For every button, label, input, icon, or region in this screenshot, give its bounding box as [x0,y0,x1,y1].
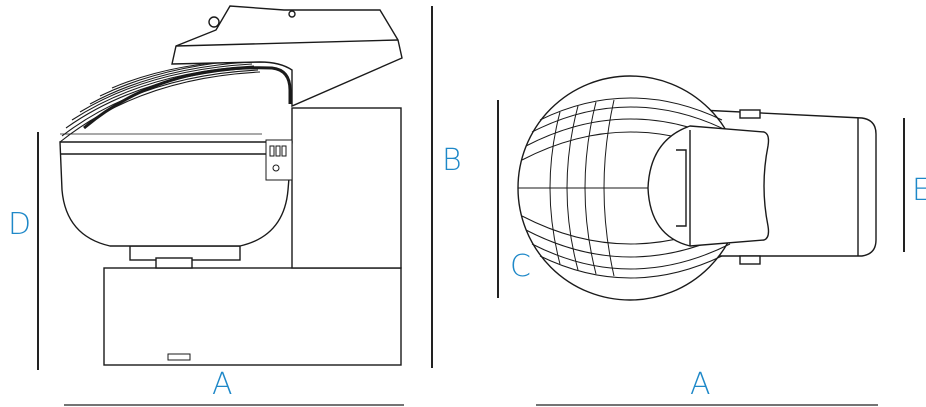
machine-head [171,5,403,108]
head-knob-right [288,10,296,18]
top-arm-tab-bottom [739,255,761,265]
head-knob [208,16,220,28]
top-dimensions [497,100,905,406]
mixing-bowl [59,141,293,247]
bowl-spindle [155,257,193,269]
label-b: B [442,143,462,178]
side-dimensions [37,6,433,406]
guard-arm [83,66,292,130]
top-view-mixer [517,75,877,301]
top-arm-bracket [676,149,687,227]
label-a-top: A [690,367,711,402]
side-view-mixer [59,5,403,366]
base-vent [167,353,191,361]
machine-column [291,107,402,269]
label-d: D [8,207,32,242]
head-seam [175,39,399,47]
top-inner-arm [647,125,770,247]
label-c: C [510,249,531,284]
grill-cover [59,59,262,143]
label-e: E [912,173,926,208]
top-arm-tab-top [739,109,761,119]
label-a-side: A [212,367,233,402]
control-panel [265,139,293,181]
base-cabinet [103,267,402,366]
